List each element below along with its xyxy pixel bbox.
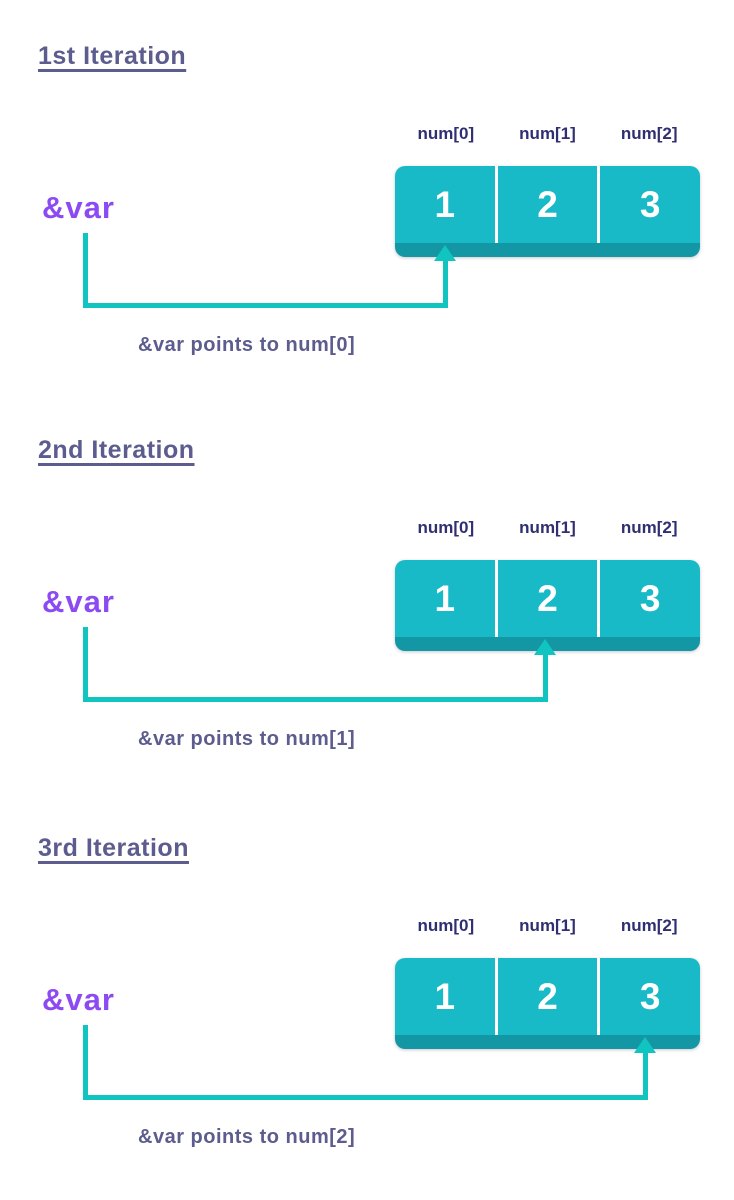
pointer-arrow-segment <box>83 1095 648 1100</box>
iteration-section-1: 1st Iteration num[0] num[1] num[2] 1 2 3… <box>0 0 734 406</box>
pointer-variable-label: &var <box>42 982 115 1017</box>
array-index-labels: num[0] num[1] num[2] <box>395 518 700 538</box>
section-title: 3rd Iteration <box>38 834 189 862</box>
array-cell: 3 <box>597 958 700 1035</box>
array-cell: 3 <box>597 560 700 637</box>
array-cell: 1 <box>434 183 456 225</box>
array-index-label: num[2] <box>620 916 678 935</box>
pointer-arrow-segment <box>543 654 548 702</box>
pointer-arrow-segment <box>443 260 448 308</box>
array-index-label: num[2] <box>620 518 678 537</box>
array-index-label: num[2] <box>620 124 678 143</box>
array-index-label: num[1] <box>519 518 576 537</box>
array-index-labels: num[0] num[1] num[2] <box>395 916 700 936</box>
array-index-label: num[0] <box>417 124 475 143</box>
pointer-variable-label: &var <box>42 190 115 225</box>
pointer-arrowhead-icon <box>634 1037 656 1053</box>
array-cell: 2 <box>494 166 598 243</box>
pointer-arrow-segment <box>643 1052 648 1100</box>
pointer-arrow-segment <box>83 697 548 702</box>
pointer-arrowhead-icon <box>434 245 456 261</box>
section-title: 2nd Iteration <box>38 436 195 464</box>
pointer-caption: &var points to num[0] <box>138 334 356 356</box>
array-cells: 1 2 3 <box>395 166 700 243</box>
array-box-shadow <box>395 1035 700 1049</box>
pointer-arrow-segment <box>83 1025 88 1100</box>
array-index-label: num[0] <box>417 518 475 537</box>
array-cell: 1 <box>434 577 456 619</box>
pointer-caption: &var points to num[2] <box>138 1126 356 1148</box>
array-cell: 2 <box>494 560 598 637</box>
array-box: 1 2 3 <box>395 958 700 1049</box>
pointer-variable-label: &var <box>42 584 115 619</box>
array-cell: 3 <box>597 166 700 243</box>
array-cell: 1 <box>434 975 456 1017</box>
array-cell: 2 <box>494 958 598 1035</box>
pointer-caption: &var points to num[1] <box>138 728 356 750</box>
array-index-label: num[1] <box>519 124 576 143</box>
section-title: 1st Iteration <box>38 42 187 70</box>
iteration-section-2: 2nd Iteration num[0] num[1] num[2] 1 2 3… <box>0 394 734 800</box>
pointer-arrow-segment <box>83 627 88 702</box>
array-box: 1 2 3 <box>395 166 700 257</box>
array-cells: 1 2 3 <box>395 958 700 1035</box>
pointer-arrowhead-icon <box>534 639 556 655</box>
array-index-labels: num[0] num[1] num[2] <box>395 124 700 144</box>
array-index-label: num[1] <box>519 916 576 935</box>
array-index-label: num[0] <box>417 916 475 935</box>
array-box-shadow <box>395 243 700 257</box>
iteration-section-3: 3rd Iteration num[0] num[1] num[2] 1 2 3… <box>0 792 734 1198</box>
pointer-arrow-segment <box>83 303 448 308</box>
array-box: 1 2 3 <box>395 560 700 651</box>
pointer-arrow-segment <box>83 233 88 308</box>
array-cells: 1 2 3 <box>395 560 700 637</box>
